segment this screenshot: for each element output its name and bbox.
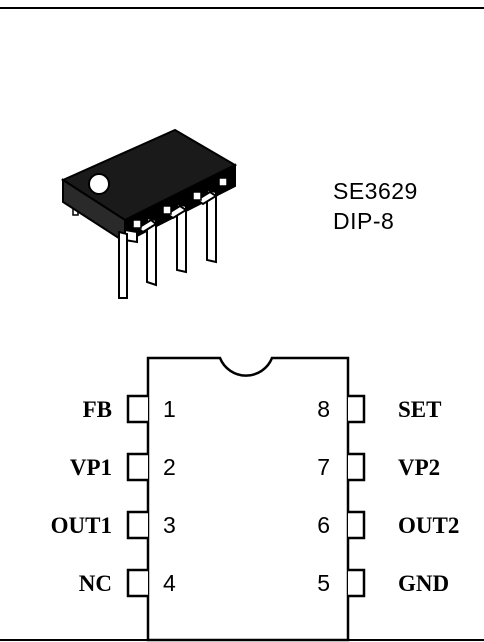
- pin-name-left: VP1: [70, 455, 112, 480]
- chip-body: [146, 356, 350, 642]
- pin-3-stub: [126, 510, 148, 540]
- pin-number-left: 2: [163, 454, 176, 480]
- pin-number-left: 1: [163, 396, 176, 422]
- pin-number-left: 4: [163, 570, 176, 596]
- pinout-diagram: FB VP1 OUT1 NC 1 2 3 4 8 7 6 5 SET VP2 O…: [51, 356, 459, 642]
- package-type-label: DIP-8: [333, 208, 395, 234]
- pin-number-right: 6: [317, 512, 330, 538]
- pin-5-stub: [348, 568, 366, 598]
- pin-name-right: GND: [398, 571, 449, 596]
- pin-name-left: FB: [83, 397, 112, 422]
- bottom-rule: [0, 639, 484, 641]
- pin-name-right: OUT2: [398, 513, 459, 538]
- pin-7-stub: [348, 452, 366, 482]
- pin-name-right: SET: [398, 397, 441, 422]
- pin-number-right: 8: [317, 396, 330, 422]
- part-number-label: SE3629: [333, 178, 418, 204]
- top-rule: [0, 7, 484, 9]
- pin-name-left: OUT1: [51, 513, 112, 538]
- dip8-package-illustration: [60, 128, 238, 299]
- pin-8-stub: [348, 394, 366, 424]
- pin-1-stub: [126, 394, 148, 424]
- pin-number-right: 5: [317, 570, 330, 596]
- pin-number-right: 7: [317, 454, 330, 480]
- pin-4-stub: [126, 568, 148, 598]
- pin-6-stub: [348, 510, 366, 540]
- pin-name-left: NC: [79, 571, 112, 596]
- pin-name-right: VP2: [398, 455, 440, 480]
- pin-number-left: 3: [163, 512, 176, 538]
- pin-2-stub: [126, 452, 148, 482]
